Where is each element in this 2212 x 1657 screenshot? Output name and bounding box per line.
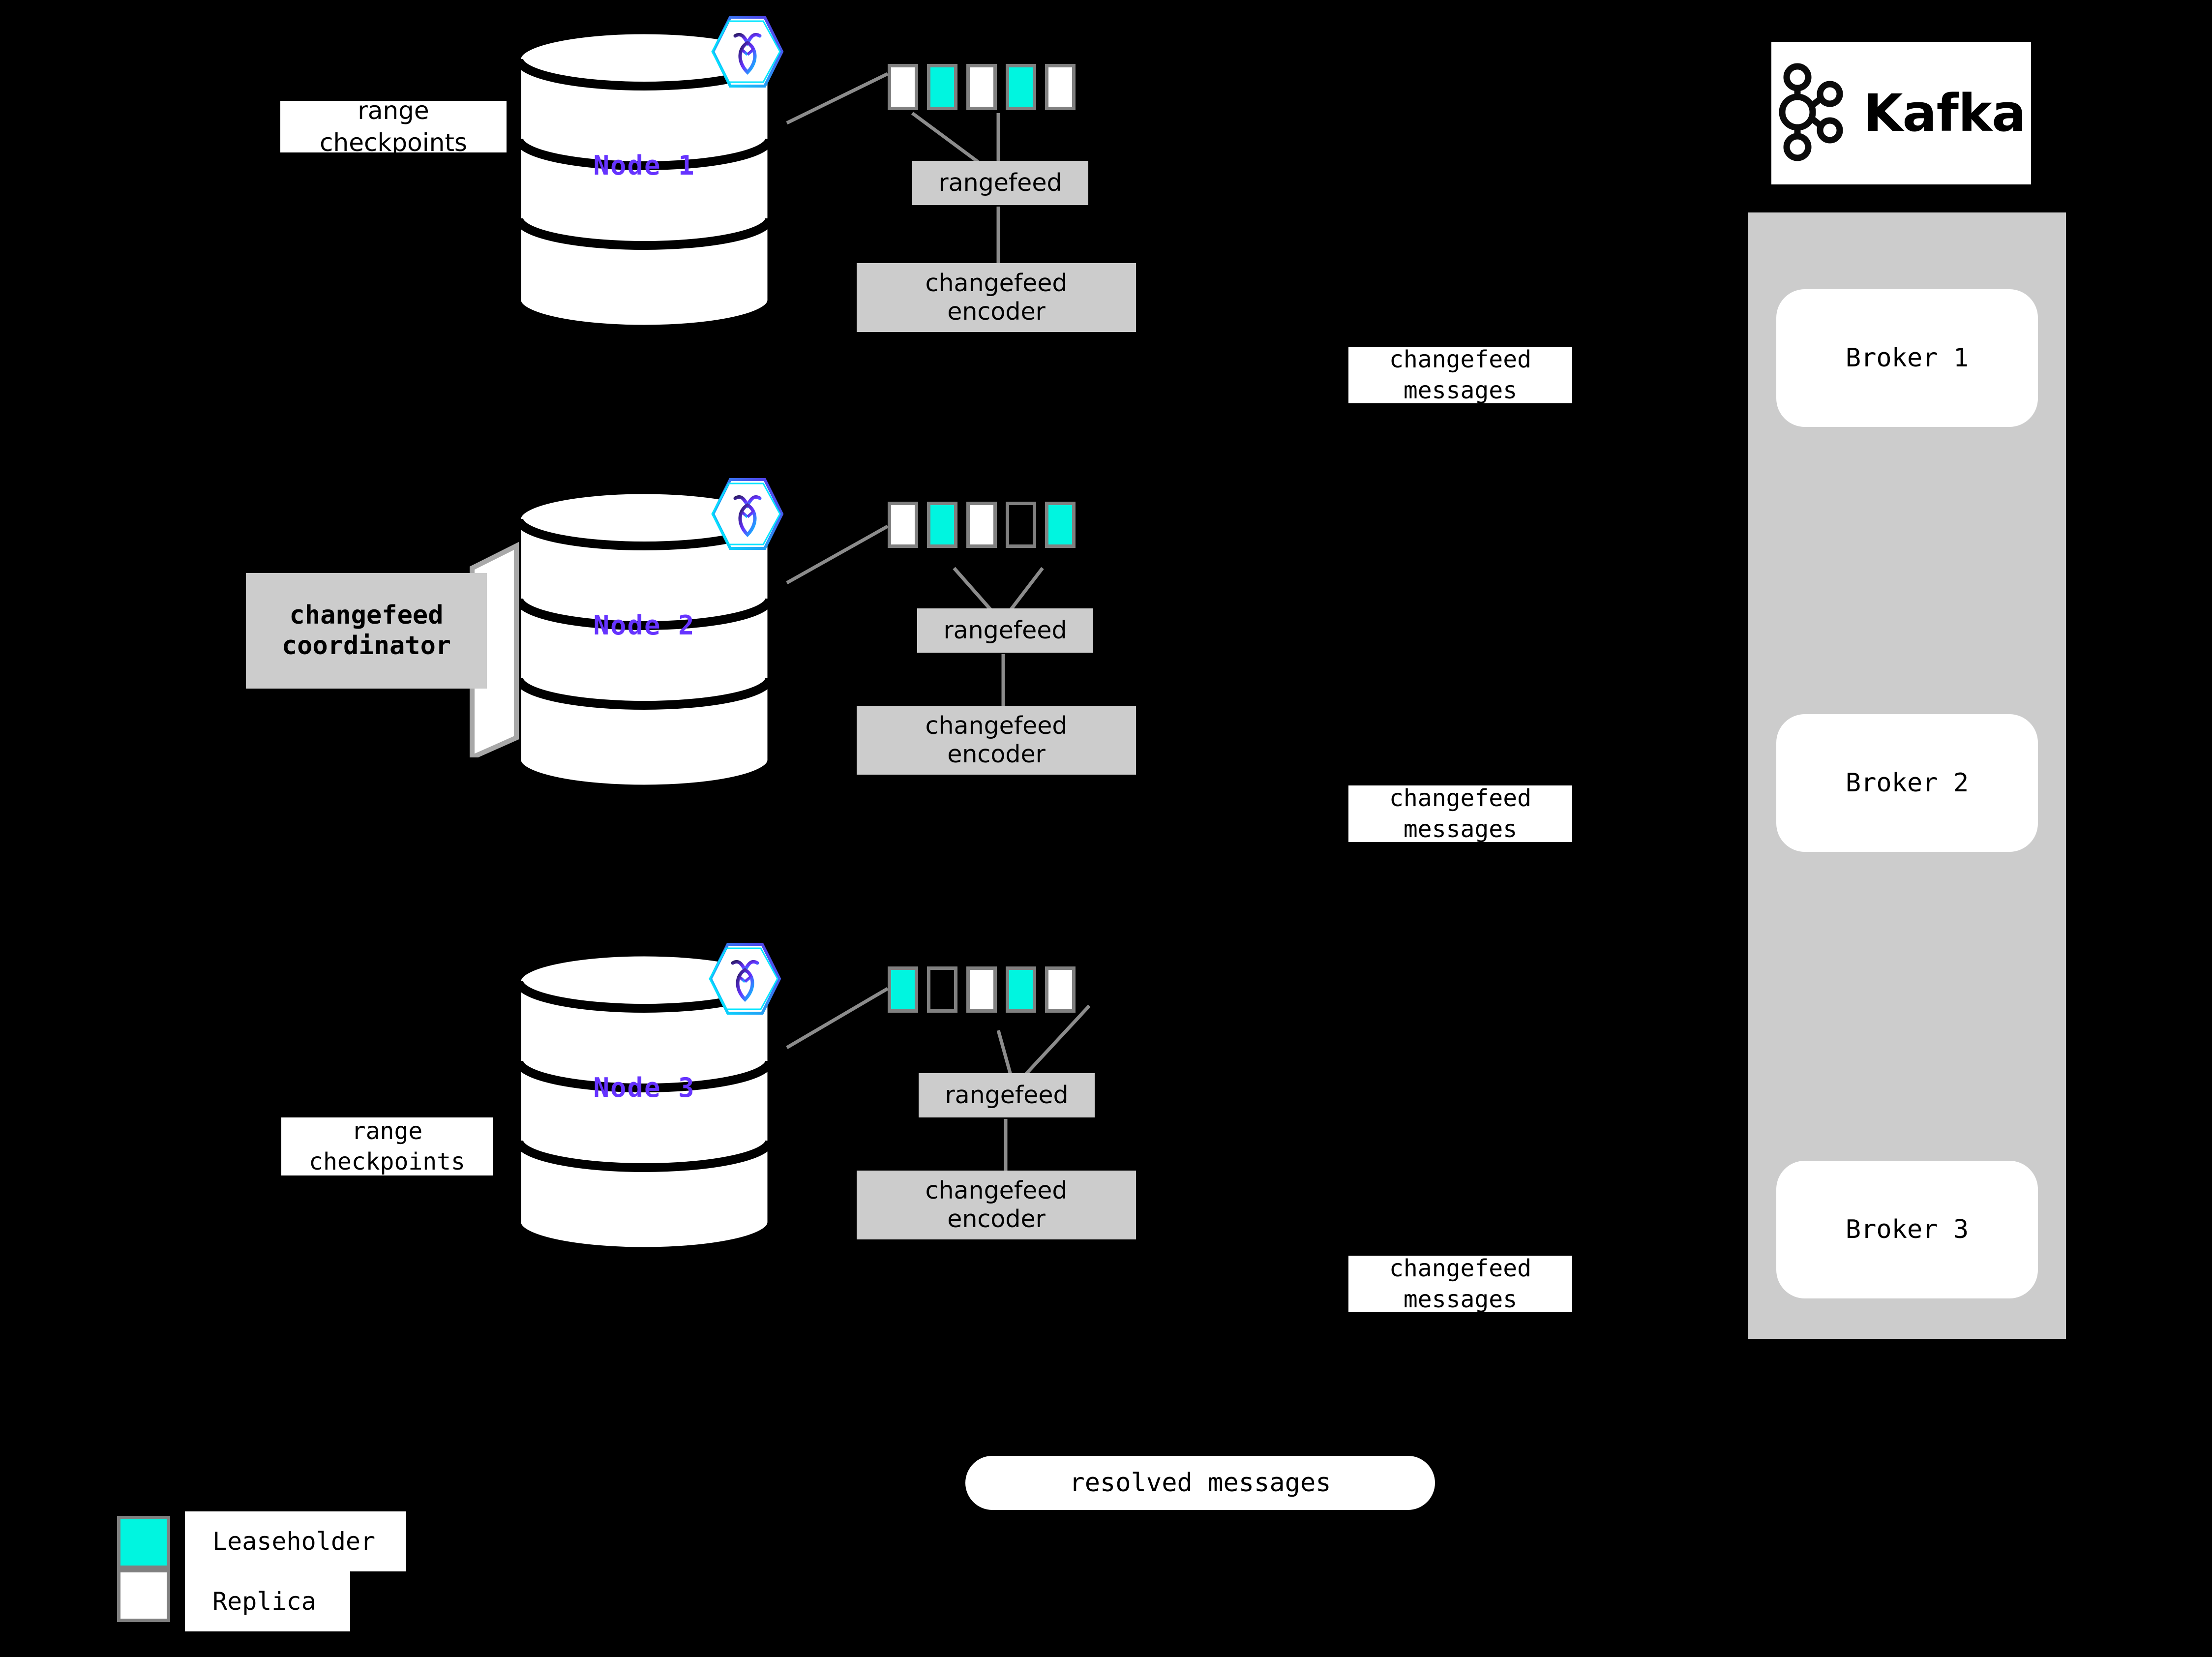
range-checkpoints-top-line1: range: [358, 101, 429, 125]
changefeed-messages-line-2: messages: [1403, 376, 1518, 404]
range-box-replica[interactable]: [1045, 64, 1076, 110]
resolved-messages-pill: resolved messages: [965, 1456, 1435, 1510]
coordinator-line-2: coordinator: [281, 631, 451, 661]
encoder-line-2: encoder: [947, 1205, 1046, 1233]
node-2-ranges: [888, 502, 1076, 548]
broker-2-box[interactable]: Broker 2: [1776, 714, 2038, 852]
encoder-line-1: changefeed: [925, 1176, 1068, 1205]
range-checkpoints-bottom-line2: checkpoints: [309, 1148, 465, 1175]
coordinator-line-1: changefeed: [289, 601, 444, 631]
node-2-cylinder: [514, 489, 775, 789]
range-box-leaseholder[interactable]: [1006, 966, 1036, 1013]
broker-3-box[interactable]: Broker 3: [1776, 1161, 2038, 1298]
kafka-wordmark: Kafka: [1863, 83, 2026, 143]
range-box-replica[interactable]: [888, 64, 918, 110]
node-1-cylinder: [514, 30, 775, 330]
legend-label-leaseholder: Leaseholder: [185, 1511, 406, 1571]
range-checkpoints-top-line2: checkpoints: [320, 128, 467, 153]
changefeed-messages-label-1: changefeed messages: [1348, 347, 1572, 403]
encoder-line-1: changefeed: [925, 269, 1068, 298]
cockroachdb-logo: [706, 939, 784, 1018]
cockroachdb-logo: [708, 12, 787, 91]
node-2-changefeed-encoder-box[interactable]: changefeed encoder: [857, 706, 1136, 775]
node-2-rangefeed-box[interactable]: rangefeed: [917, 608, 1093, 653]
range-box-empty[interactable]: [1006, 502, 1036, 548]
range-checkpoints-label-bottom: range checkpoints: [281, 1117, 493, 1175]
kafka-logo: [1777, 60, 1851, 166]
range-box-leaseholder[interactable]: [927, 502, 957, 548]
changefeed-messages-line-1: changefeed: [1389, 1256, 1531, 1283]
range-box-replica[interactable]: [966, 966, 997, 1013]
node-1-changefeed-encoder-box[interactable]: changefeed encoder: [857, 263, 1136, 332]
changefeed-messages-line-2: messages: [1403, 815, 1518, 843]
range-checkpoints-label-top: range checkpoints: [280, 101, 507, 152]
node-3-cylinder: [514, 952, 775, 1252]
legend-label-replica: Replica: [185, 1571, 350, 1631]
node-3-ranges: [888, 966, 1076, 1013]
changefeed-messages-label-3: changefeed messages: [1348, 1256, 1572, 1312]
legend-swatch-leaseholder: [117, 1516, 170, 1569]
range-box-leaseholder[interactable]: [1006, 64, 1036, 110]
encoder-line-2: encoder: [947, 740, 1046, 768]
cockroachdb-logo: [708, 475, 787, 553]
changefeed-messages-line-2: messages: [1403, 1285, 1518, 1313]
range-checkpoints-bottom-line1: range: [351, 1117, 423, 1145]
range-box-replica[interactable]: [1045, 966, 1076, 1013]
changefeed-messages-line-1: changefeed: [1389, 347, 1531, 374]
node-1-ranges: [888, 64, 1076, 110]
range-box-leaseholder[interactable]: [888, 966, 918, 1013]
range-box-empty[interactable]: [927, 966, 957, 1013]
encoder-line-1: changefeed: [925, 712, 1068, 740]
range-box-leaseholder[interactable]: [1045, 502, 1076, 548]
kafka-logo-box: Kafka: [1771, 42, 2031, 184]
changefeed-coordinator-box[interactable]: changefeed coordinator: [246, 573, 487, 689]
changefeed-messages-line-1: changefeed: [1389, 785, 1531, 813]
encoder-line-2: encoder: [947, 298, 1046, 326]
range-box-replica[interactable]: [966, 502, 997, 548]
node-3-rangefeed-box[interactable]: rangefeed: [919, 1073, 1095, 1117]
broker-1-box[interactable]: Broker 1: [1776, 289, 2038, 427]
changefeed-messages-label-2: changefeed messages: [1348, 785, 1572, 842]
range-box-replica[interactable]: [966, 64, 997, 110]
range-box-leaseholder[interactable]: [927, 64, 957, 110]
node-3-changefeed-encoder-box[interactable]: changefeed encoder: [857, 1171, 1136, 1239]
legend-swatch-replica: [117, 1569, 170, 1622]
node-1-rangefeed-box[interactable]: rangefeed: [912, 161, 1088, 205]
range-box-replica[interactable]: [888, 502, 918, 548]
